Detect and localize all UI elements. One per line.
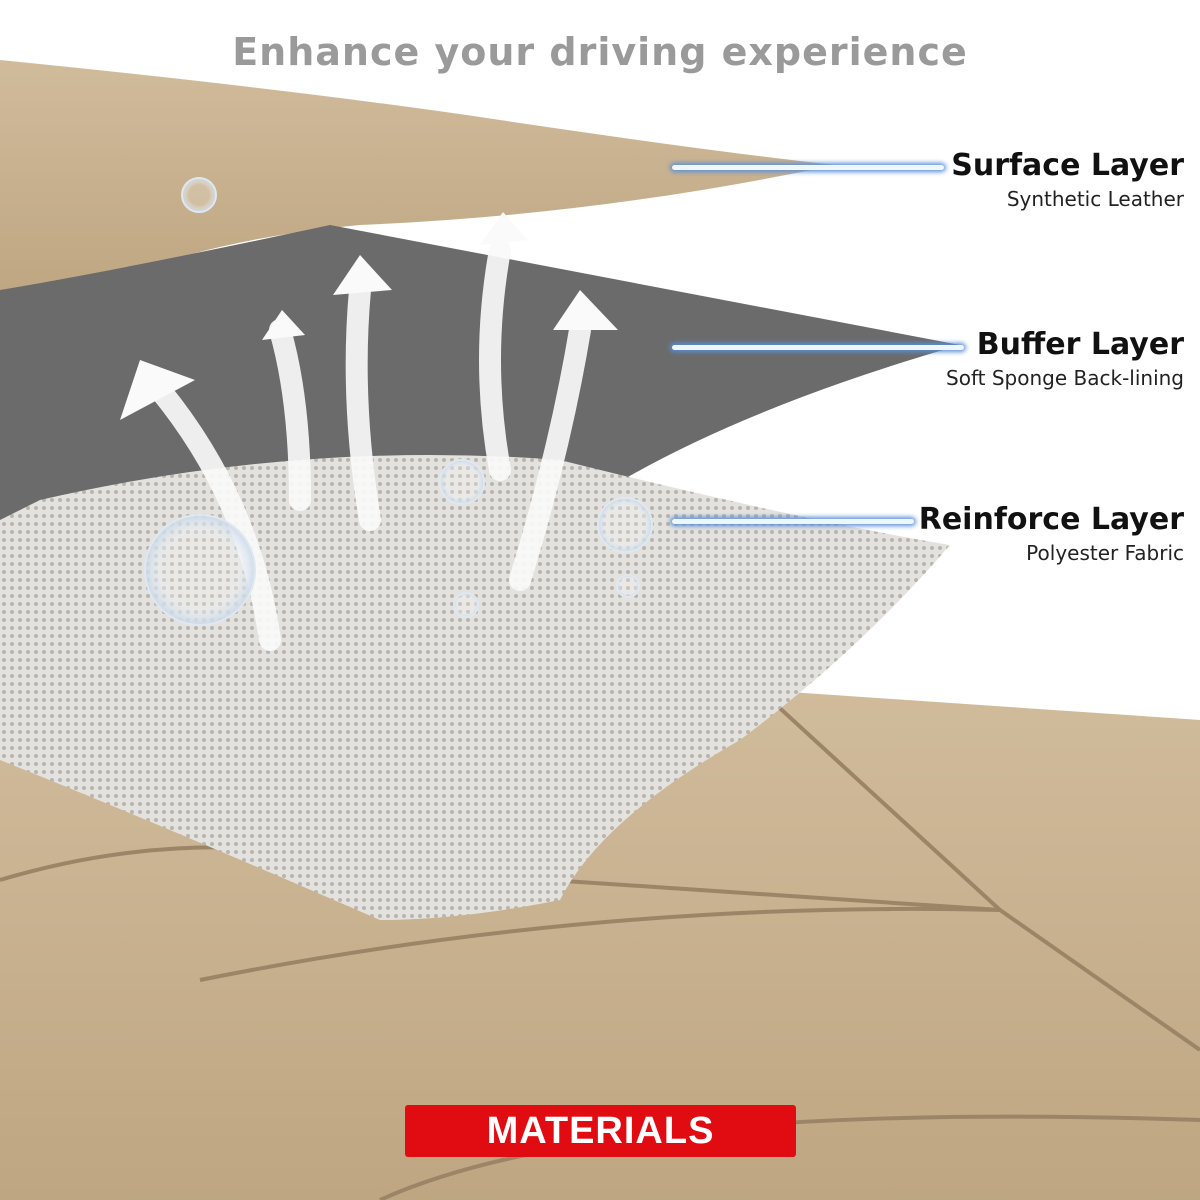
layer-title: Reinforce Layer [918,502,1184,537]
buffer-layer-label: Buffer Layer Soft Sponge Back-lining [946,327,1184,393]
headline: Enhance your driving experience [232,30,968,74]
surface-layer-leather [0,60,835,300]
buffer-layer-pointer [672,345,964,350]
layer-title: Buffer Layer [976,327,1184,362]
airflow-arrows [149,239,591,651]
materials-badge: MATERIALS [405,1105,796,1157]
layer-title: Surface Layer [951,148,1184,183]
reinforce-layer-pointer [672,519,914,524]
seat-seam [0,688,1200,1200]
layer-subtitle: Synthetic Leather [1006,187,1184,211]
surface-layer-pointer [672,165,944,170]
reinforce-layer-label: Reinforce Layer Polyester Fabric [919,502,1184,568]
layer-subtitle: Soft Sponge Back-lining [946,366,1184,390]
surface-layer-label: Surface Layer Synthetic Leather [951,148,1184,214]
droplet-bubbles [144,177,653,626]
layer-subtitle: Polyester Fabric [1026,541,1184,565]
